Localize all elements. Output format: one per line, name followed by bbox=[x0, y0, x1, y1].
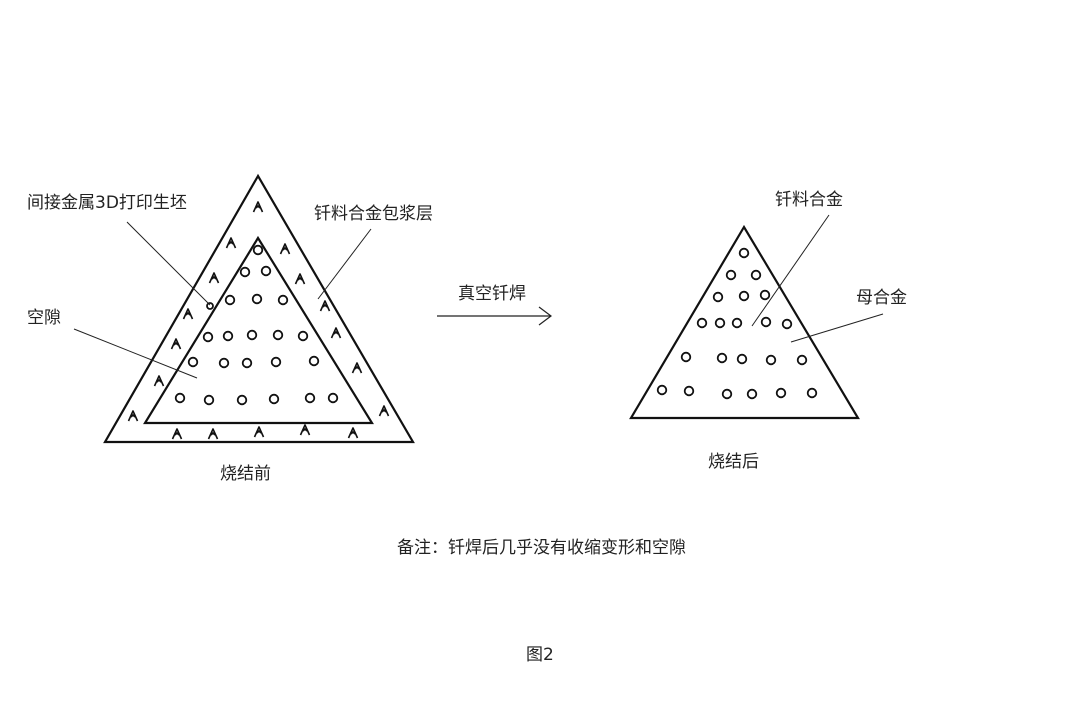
inner-green-body-triangle bbox=[143, 235, 374, 425]
after-sintering-group: 钎料合金 母合金 烧结后 bbox=[629, 190, 907, 472]
circle-pore-icon bbox=[725, 269, 737, 281]
circle-pore-icon bbox=[731, 317, 743, 329]
circle-pore-icon bbox=[260, 265, 272, 277]
leader-braze-alloy bbox=[751, 214, 830, 327]
circle-pore-icon bbox=[714, 317, 726, 329]
circle-pore-icon bbox=[746, 388, 758, 400]
circle-pore-icon bbox=[775, 387, 787, 399]
caret-a-icon bbox=[378, 405, 390, 417]
circle-pore-icon bbox=[738, 247, 750, 259]
caret-a-icon bbox=[330, 327, 342, 339]
circle-pore-icon bbox=[656, 384, 668, 396]
circle-pore-icon bbox=[174, 392, 186, 404]
caption-before: 烧结前 bbox=[220, 464, 271, 484]
circle-pore-icon bbox=[268, 393, 280, 405]
circle-pore-icon bbox=[680, 351, 692, 363]
outer-coating-triangle bbox=[103, 173, 415, 444]
circle-pore-icon bbox=[252, 244, 264, 256]
circle-pore-icon bbox=[781, 318, 793, 330]
circle-pore-icon bbox=[218, 357, 230, 369]
label-coating: 钎料合金包浆层 bbox=[314, 204, 433, 224]
note-text: 备注：钎焊后几乎没有收缩变形和空隙 bbox=[397, 538, 686, 558]
circle-pore-icon bbox=[683, 385, 695, 397]
circle-pore-icon bbox=[736, 353, 748, 365]
caret-a-icon bbox=[225, 237, 237, 249]
sintered-triangle bbox=[629, 224, 860, 420]
caret-a-icon bbox=[299, 424, 311, 436]
leader-green-body-dot bbox=[206, 302, 214, 310]
before-sintering-group: 间接金属3D打印生坯 钎料合金包浆层 空隙 烧结前 bbox=[27, 173, 433, 484]
caret-a-icon bbox=[252, 201, 264, 213]
circle-pore-icon bbox=[224, 294, 236, 306]
coating-particles bbox=[127, 201, 390, 440]
circle-pore-icon bbox=[270, 356, 282, 368]
circle-pore-icon bbox=[187, 356, 199, 368]
circle-pore-icon bbox=[236, 394, 248, 406]
caret-a-icon bbox=[208, 272, 220, 284]
circle-pore-icon bbox=[759, 289, 771, 301]
label-matrix-alloy: 母合金 bbox=[856, 288, 907, 308]
leader-void bbox=[73, 328, 198, 379]
circle-pore-icon bbox=[750, 269, 762, 281]
caret-a-icon bbox=[182, 308, 194, 320]
circle-pore-icon bbox=[246, 329, 258, 341]
caret-a-icon bbox=[171, 428, 183, 440]
circle-pore-icon bbox=[202, 331, 214, 343]
circle-pore-icon bbox=[203, 394, 215, 406]
circle-pore-icon bbox=[241, 357, 253, 369]
caret-a-icon bbox=[347, 427, 359, 439]
green-body-pores bbox=[174, 244, 339, 406]
circle-pore-icon bbox=[716, 352, 728, 364]
circle-pore-icon bbox=[297, 330, 309, 342]
circle-pore-icon bbox=[327, 392, 339, 404]
circle-pore-icon bbox=[304, 392, 316, 404]
circle-pore-icon bbox=[308, 355, 320, 367]
label-process: 真空钎焊 bbox=[458, 284, 526, 304]
process-arrow-group: 真空钎焊 bbox=[437, 284, 552, 326]
caret-a-icon bbox=[319, 300, 331, 312]
circle-pore-icon bbox=[272, 329, 284, 341]
sintered-pores bbox=[656, 247, 818, 400]
circle-pore-icon bbox=[796, 354, 808, 366]
circle-pore-icon bbox=[239, 266, 251, 278]
caret-a-icon bbox=[253, 426, 265, 438]
leader-coating bbox=[317, 228, 372, 300]
circle-pore-icon bbox=[696, 317, 708, 329]
circle-pore-icon bbox=[760, 316, 772, 328]
circle-pore-icon bbox=[222, 330, 234, 342]
caret-a-icon bbox=[153, 375, 165, 387]
caret-a-icon bbox=[279, 243, 291, 255]
circle-pore-icon bbox=[721, 388, 733, 400]
caption-after: 烧结后 bbox=[708, 452, 759, 472]
leader-matrix-alloy bbox=[790, 313, 884, 343]
circle-pore-icon bbox=[738, 290, 750, 302]
circle-pore-icon bbox=[277, 294, 289, 306]
caret-a-icon bbox=[294, 273, 306, 285]
label-void: 空隙 bbox=[27, 308, 61, 328]
arrow-head bbox=[538, 306, 552, 326]
label-braze-alloy: 钎料合金 bbox=[775, 190, 843, 210]
circle-pore-icon bbox=[806, 387, 818, 399]
figure-number: 图2 bbox=[526, 645, 554, 665]
caret-a-icon bbox=[127, 410, 139, 422]
caret-a-icon bbox=[170, 338, 182, 350]
circle-pore-icon bbox=[712, 291, 724, 303]
label-green-body: 间接金属3D打印生坯 bbox=[27, 193, 187, 213]
caret-a-icon bbox=[207, 428, 219, 440]
circle-pore-icon bbox=[765, 354, 777, 366]
caret-a-icon bbox=[351, 362, 363, 374]
circle-pore-icon bbox=[251, 293, 263, 305]
leader-green-body bbox=[126, 221, 211, 306]
